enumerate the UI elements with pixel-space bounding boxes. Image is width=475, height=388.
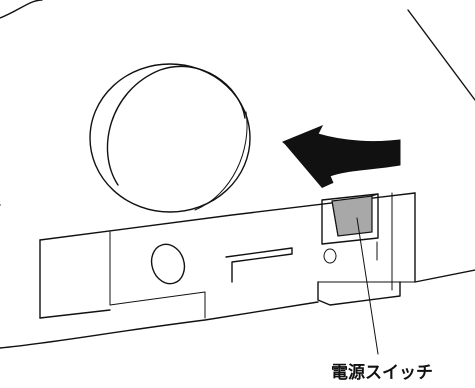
rectangular-slot: [225, 247, 293, 283]
housing-diagonal-edge: [407, 9, 475, 101]
power-switch-label: 電源スイッチ: [331, 362, 433, 383]
oval-port: [150, 243, 186, 285]
callout-leader-line: [356, 217, 379, 355]
round-knob: [89, 63, 251, 213]
curved-arrow-left-icon: [282, 125, 401, 188]
front-panel: [0, 192, 475, 349]
power-switch[interactable]: [321, 193, 379, 245]
device-housing-outline: [0, 0, 43, 19]
off-mark: [323, 248, 337, 264]
